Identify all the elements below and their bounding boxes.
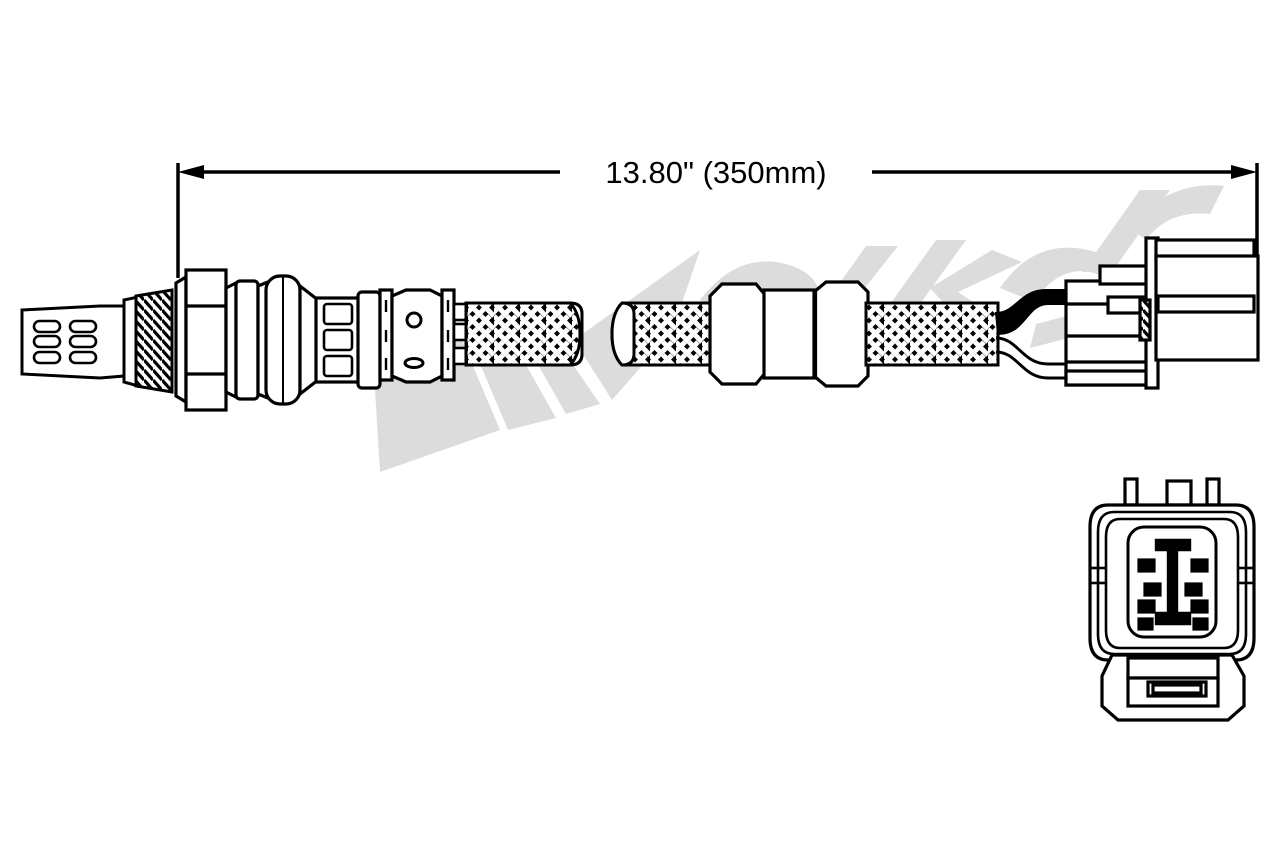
- tip-vent-slots: [32, 319, 98, 365]
- ferrule-vent-hole: [405, 311, 423, 329]
- connector-face-view: [1088, 477, 1256, 722]
- shield-shroud: [298, 282, 382, 398]
- connector-body: [1064, 264, 1152, 387]
- braided-cable-right: [864, 301, 1000, 367]
- face-tab-left: [1123, 477, 1139, 507]
- face-cavity: [1137, 558, 1156, 573]
- sensor-collar: [224, 279, 270, 401]
- ferrule-oval-slot: [403, 357, 425, 369]
- sensor-tip-shield: [20, 304, 126, 380]
- hex-nut: [174, 268, 228, 412]
- face-tab-right: [1205, 477, 1221, 507]
- face-cavity: [1192, 617, 1209, 631]
- face-latch-tab-inner: [1151, 683, 1203, 695]
- dimension-label: 13.80" (350mm): [605, 155, 826, 190]
- arrowhead-right: [1231, 165, 1257, 179]
- arrowhead-left: [178, 165, 204, 179]
- dimension-annotation: 13.80" (350mm): [176, 155, 1259, 278]
- face-cavity: [1137, 617, 1154, 631]
- face-cavity: [1143, 582, 1162, 597]
- sensor-barrel: [264, 274, 302, 406]
- face-cavity: [1190, 599, 1209, 614]
- face-tab-center: [1165, 479, 1193, 507]
- face-latch-band: [1126, 656, 1220, 680]
- face-cavity: [1184, 582, 1203, 597]
- shroud-windows: [322, 302, 354, 378]
- face-center-key: [1154, 538, 1192, 626]
- face-cavity: [1190, 558, 1209, 573]
- face-shell-ring-3: [1104, 517, 1240, 650]
- face-cavity: [1137, 599, 1156, 614]
- threaded-section: [134, 288, 174, 394]
- wire-splice: [994, 289, 1069, 380]
- connector-housing: [1154, 238, 1260, 362]
- braided-cable-left: [464, 301, 584, 367]
- inline-grommet: [708, 280, 870, 388]
- crimp-ferrule: [378, 288, 456, 384]
